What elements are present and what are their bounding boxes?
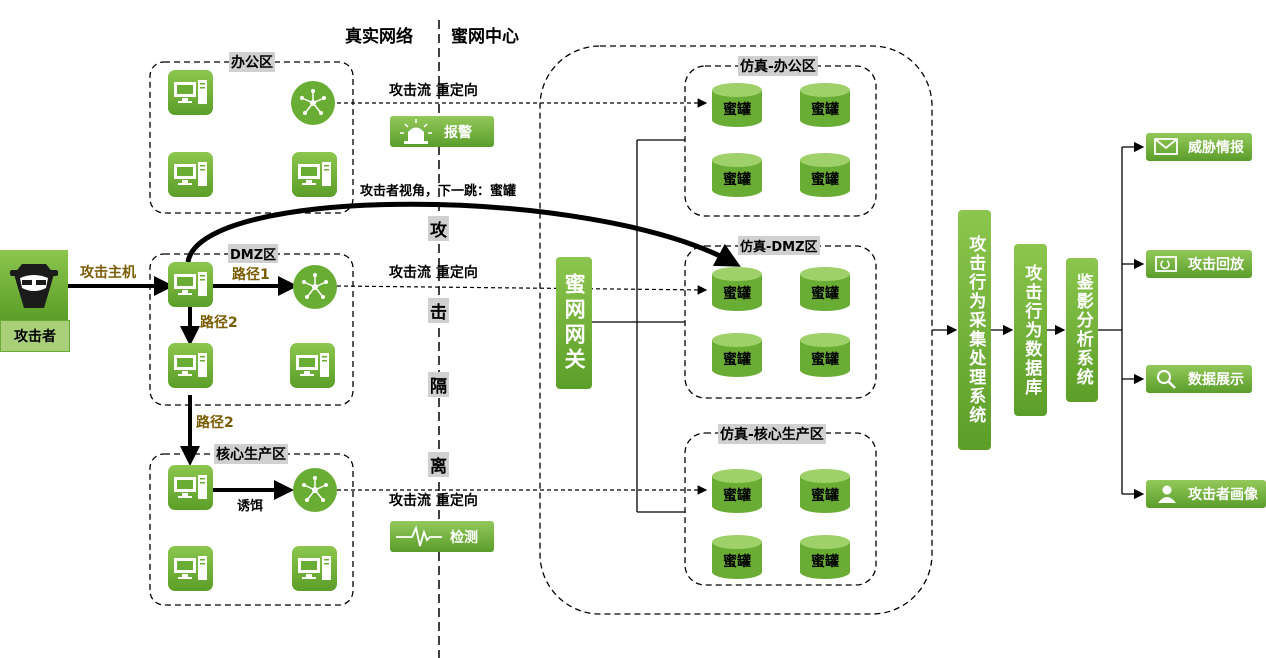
computer-icon <box>168 465 213 510</box>
analysis-system-box: 鉴影分析系统 <box>1066 258 1098 402</box>
sim-office-zone-label: 仿真-办公区 <box>738 56 818 76</box>
threat-intel-label: 威胁情报 <box>1188 140 1244 156</box>
pulse-icon <box>396 524 442 546</box>
honeypot: 蜜罐 <box>711 152 763 198</box>
attacker-view-label: 攻击者视角，下一跳：蜜罐 <box>360 184 517 199</box>
honeypot: 蜜罐 <box>799 468 851 514</box>
honeynet-gateway: 蜜网网关 <box>556 257 592 389</box>
honeypot-label: 蜜罐 <box>811 172 839 188</box>
attacker-profile-label: 攻击者画像 <box>1188 487 1258 503</box>
sim-core-zone-label: 仿真-核心生产区 <box>718 424 826 444</box>
computer-icon <box>168 546 213 591</box>
honeypot-label: 蜜罐 <box>723 286 751 302</box>
honeypot-label: 蜜罐 <box>811 554 839 570</box>
computer-icon <box>292 152 337 197</box>
isolation-char: 击 <box>428 298 449 323</box>
core-zone-box <box>149 453 354 606</box>
threat-intel-output: 威胁情报 <box>1146 133 1252 161</box>
dmz-zone-box <box>149 253 354 406</box>
honeypot: 蜜罐 <box>799 266 851 312</box>
dmz-zone-label: DMZ区 <box>228 244 279 263</box>
attacker-profile-output: 攻击者画像 <box>1146 480 1266 508</box>
core-zone-label: 核心生产区 <box>214 444 288 464</box>
path1-label: 路径1 <box>232 267 270 283</box>
data-display-label: 数据展示 <box>1188 372 1244 388</box>
attack-replay-output: 攻击回放 <box>1146 250 1252 278</box>
detect-button: 检测 <box>390 521 494 552</box>
honeypot: 蜜罐 <box>799 82 851 128</box>
honeypot: 蜜罐 <box>711 332 763 378</box>
switch-icon <box>292 467 338 513</box>
honeynet-center-box <box>539 45 933 615</box>
alarm-label: 报警 <box>444 124 472 141</box>
honeynet-center-label: 蜜网中心 <box>451 27 519 47</box>
attacker-icon <box>0 250 68 320</box>
redirect-flow-label-office: 攻击流 重定向 <box>389 83 478 99</box>
mail-icon <box>1154 138 1178 155</box>
computer-icon <box>292 546 337 591</box>
attack-replay-label: 攻击回放 <box>1188 257 1244 273</box>
attack-host-computer-icon <box>168 262 213 307</box>
honeypot-label: 蜜罐 <box>723 102 751 118</box>
database-label: 攻击行为数据库 <box>1021 263 1042 397</box>
honeypot: 蜜罐 <box>799 332 851 378</box>
computer-icon <box>168 343 213 388</box>
honeypot: 蜜罐 <box>711 534 763 580</box>
collection-system-box: 攻击行为采集处理系统 <box>958 210 991 450</box>
attacker-label-box: 攻击者 <box>0 320 70 352</box>
attack-host-label: 攻击主机 <box>80 265 136 281</box>
detect-label: 检测 <box>450 529 478 546</box>
alarm-button: 报警 <box>390 116 494 147</box>
collection-system-label: 攻击行为采集处理系统 <box>965 235 986 425</box>
user-icon <box>1158 485 1176 503</box>
database-box: 攻击行为数据库 <box>1014 244 1047 416</box>
honeypot-label: 蜜罐 <box>723 488 751 504</box>
gateway-label: 蜜网网关 <box>562 273 587 373</box>
office-zone-box <box>149 61 354 214</box>
computer-icon <box>290 343 335 388</box>
honeypot: 蜜罐 <box>799 152 851 198</box>
computer-icon <box>168 152 213 197</box>
redirect-flow-label-core: 攻击流 重定向 <box>389 493 478 509</box>
switch-icon <box>290 80 336 126</box>
isolation-char: 离 <box>428 452 449 477</box>
honeypot-label: 蜜罐 <box>811 352 839 368</box>
office-zone-label: 办公区 <box>229 52 275 72</box>
search-icon <box>1157 370 1176 389</box>
isolation-char: 隔 <box>428 372 449 397</box>
honeypot-label: 蜜罐 <box>723 352 751 368</box>
honeypot-label: 蜜罐 <box>723 172 751 188</box>
isolation-char: 攻 <box>428 216 449 241</box>
honeypot-label: 蜜罐 <box>811 102 839 118</box>
real-network-label: 真实网络 <box>345 27 413 47</box>
data-display-output: 数据展示 <box>1146 365 1252 393</box>
honeypot: 蜜罐 <box>711 468 763 514</box>
honeypot: 蜜罐 <box>711 82 763 128</box>
redirect-flow-label-dmz: 攻击流 重定向 <box>389 265 478 281</box>
path2-label: 路径2 <box>200 315 238 331</box>
sim-dmz-zone-label: 仿真-DMZ区 <box>738 236 820 255</box>
computer-icon <box>168 70 213 115</box>
lure-label: 诱饵 <box>237 499 264 514</box>
alarm-icon <box>400 118 432 144</box>
honeypot: 蜜罐 <box>799 534 851 580</box>
honeypot: 蜜罐 <box>711 266 763 312</box>
honeypot-label: 蜜罐 <box>723 554 751 570</box>
honeypot-label: 蜜罐 <box>811 488 839 504</box>
switch-icon <box>292 264 338 310</box>
analysis-system-label: 鉴影分析系统 <box>1072 273 1093 387</box>
attacker-label: 攻击者 <box>14 329 56 345</box>
honeypot-label: 蜜罐 <box>811 286 839 302</box>
replay-icon <box>1155 256 1177 272</box>
path2-label-lower: 路径2 <box>196 415 234 431</box>
